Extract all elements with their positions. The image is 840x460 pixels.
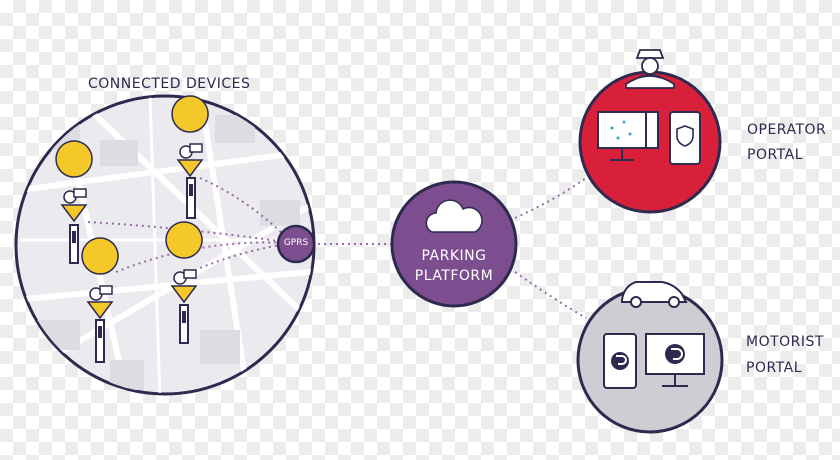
shield-icon — [676, 125, 694, 147]
tablet-icon — [603, 333, 637, 389]
gprs-label: GPRS — [283, 238, 309, 248]
platform-label-line1: PARKING — [421, 248, 487, 264]
operator-portal-label-line2: PORTAL — [747, 147, 804, 163]
platform-label-line2: PLATFORM — [414, 268, 494, 284]
parking-meter-icon — [69, 177, 196, 363]
connected-devices-label: CONNECTED DEVICES — [88, 76, 251, 92]
meter-post-details — [72, 184, 193, 338]
desktop-monitor-icon — [597, 111, 659, 161]
platform-links — [318, 177, 587, 319]
gprs-node — [276, 224, 316, 264]
parking-officer-icon — [625, 49, 675, 89]
platform-to-motorist-link — [514, 271, 587, 319]
cloud-icon — [425, 199, 483, 233]
parking-platform-circle — [390, 180, 518, 308]
platform-to-operator-link — [514, 177, 587, 219]
motorist-portal-circle — [576, 281, 724, 434]
operator-portal-label-line1: OPERATOR — [747, 122, 827, 138]
car-icon — [621, 281, 688, 308]
motorist-portal-label-line2: PORTAL — [746, 360, 803, 376]
desktop-monitor-icon — [645, 333, 705, 387]
coin-pin-icon — [55, 95, 209, 320]
operator-portal-circle — [578, 49, 722, 214]
motorist-portal-label-line1: MOTORIST — [746, 334, 824, 350]
tablet-icon — [669, 111, 701, 165]
